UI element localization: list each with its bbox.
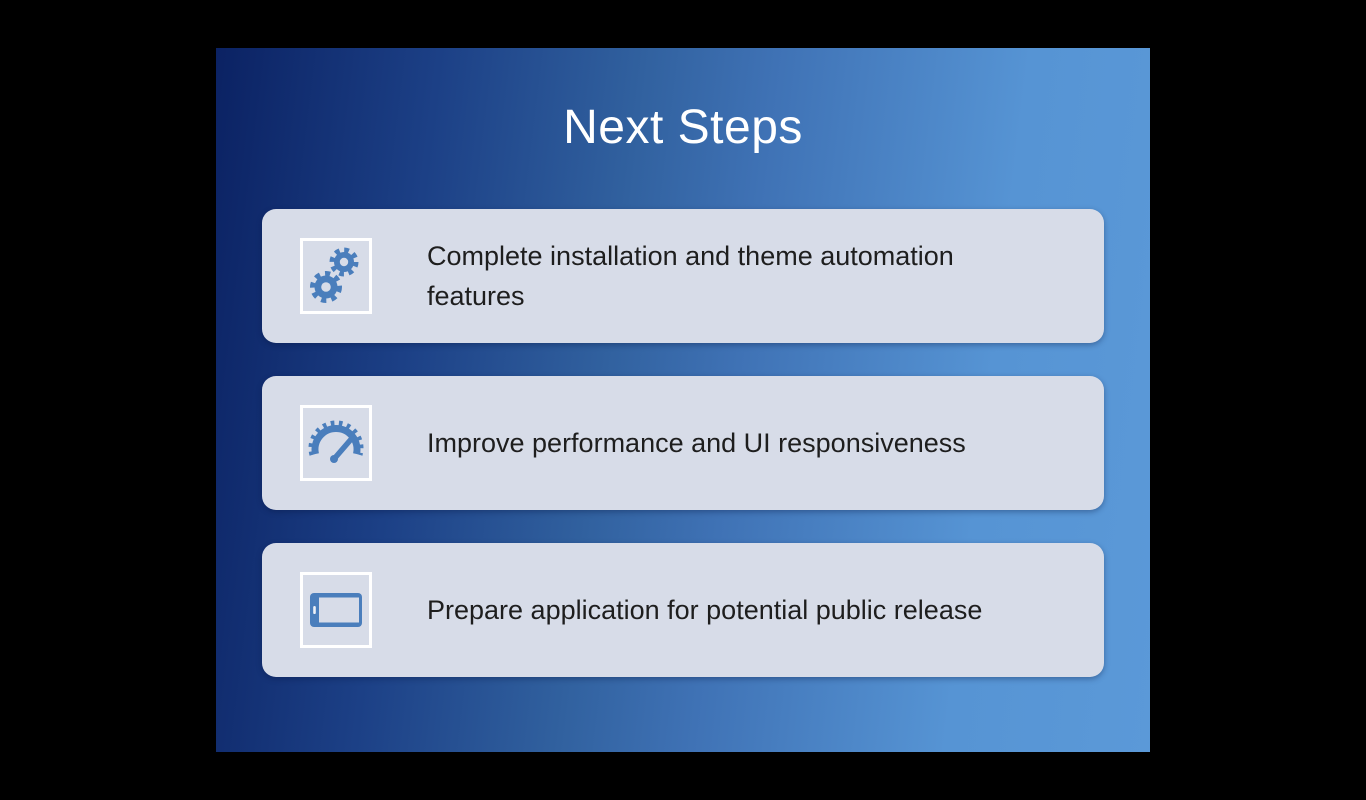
speedometer-icon	[300, 405, 372, 481]
next-steps-list: Complete installation and theme automati…	[262, 209, 1104, 677]
gears-icon	[300, 238, 372, 314]
task-card-release: Prepare application for potential public…	[262, 543, 1104, 677]
card-text: Improve performance and UI responsivenes…	[427, 428, 966, 458]
slide: Next Steps	[216, 48, 1150, 752]
task-card-installation: Complete installation and theme automati…	[262, 209, 1104, 343]
slide-title: Next Steps	[563, 101, 803, 154]
gears-icon-svg	[310, 247, 359, 303]
task-card-performance: Improve performance and UI responsivenes…	[262, 376, 1104, 510]
card-text: Prepare application for potential public…	[427, 595, 983, 625]
speedometer-icon-svg	[308, 420, 364, 463]
phone-icon	[300, 572, 372, 648]
card-text: Complete installation and theme automati…	[427, 241, 954, 311]
phone-icon-svg	[310, 593, 362, 627]
